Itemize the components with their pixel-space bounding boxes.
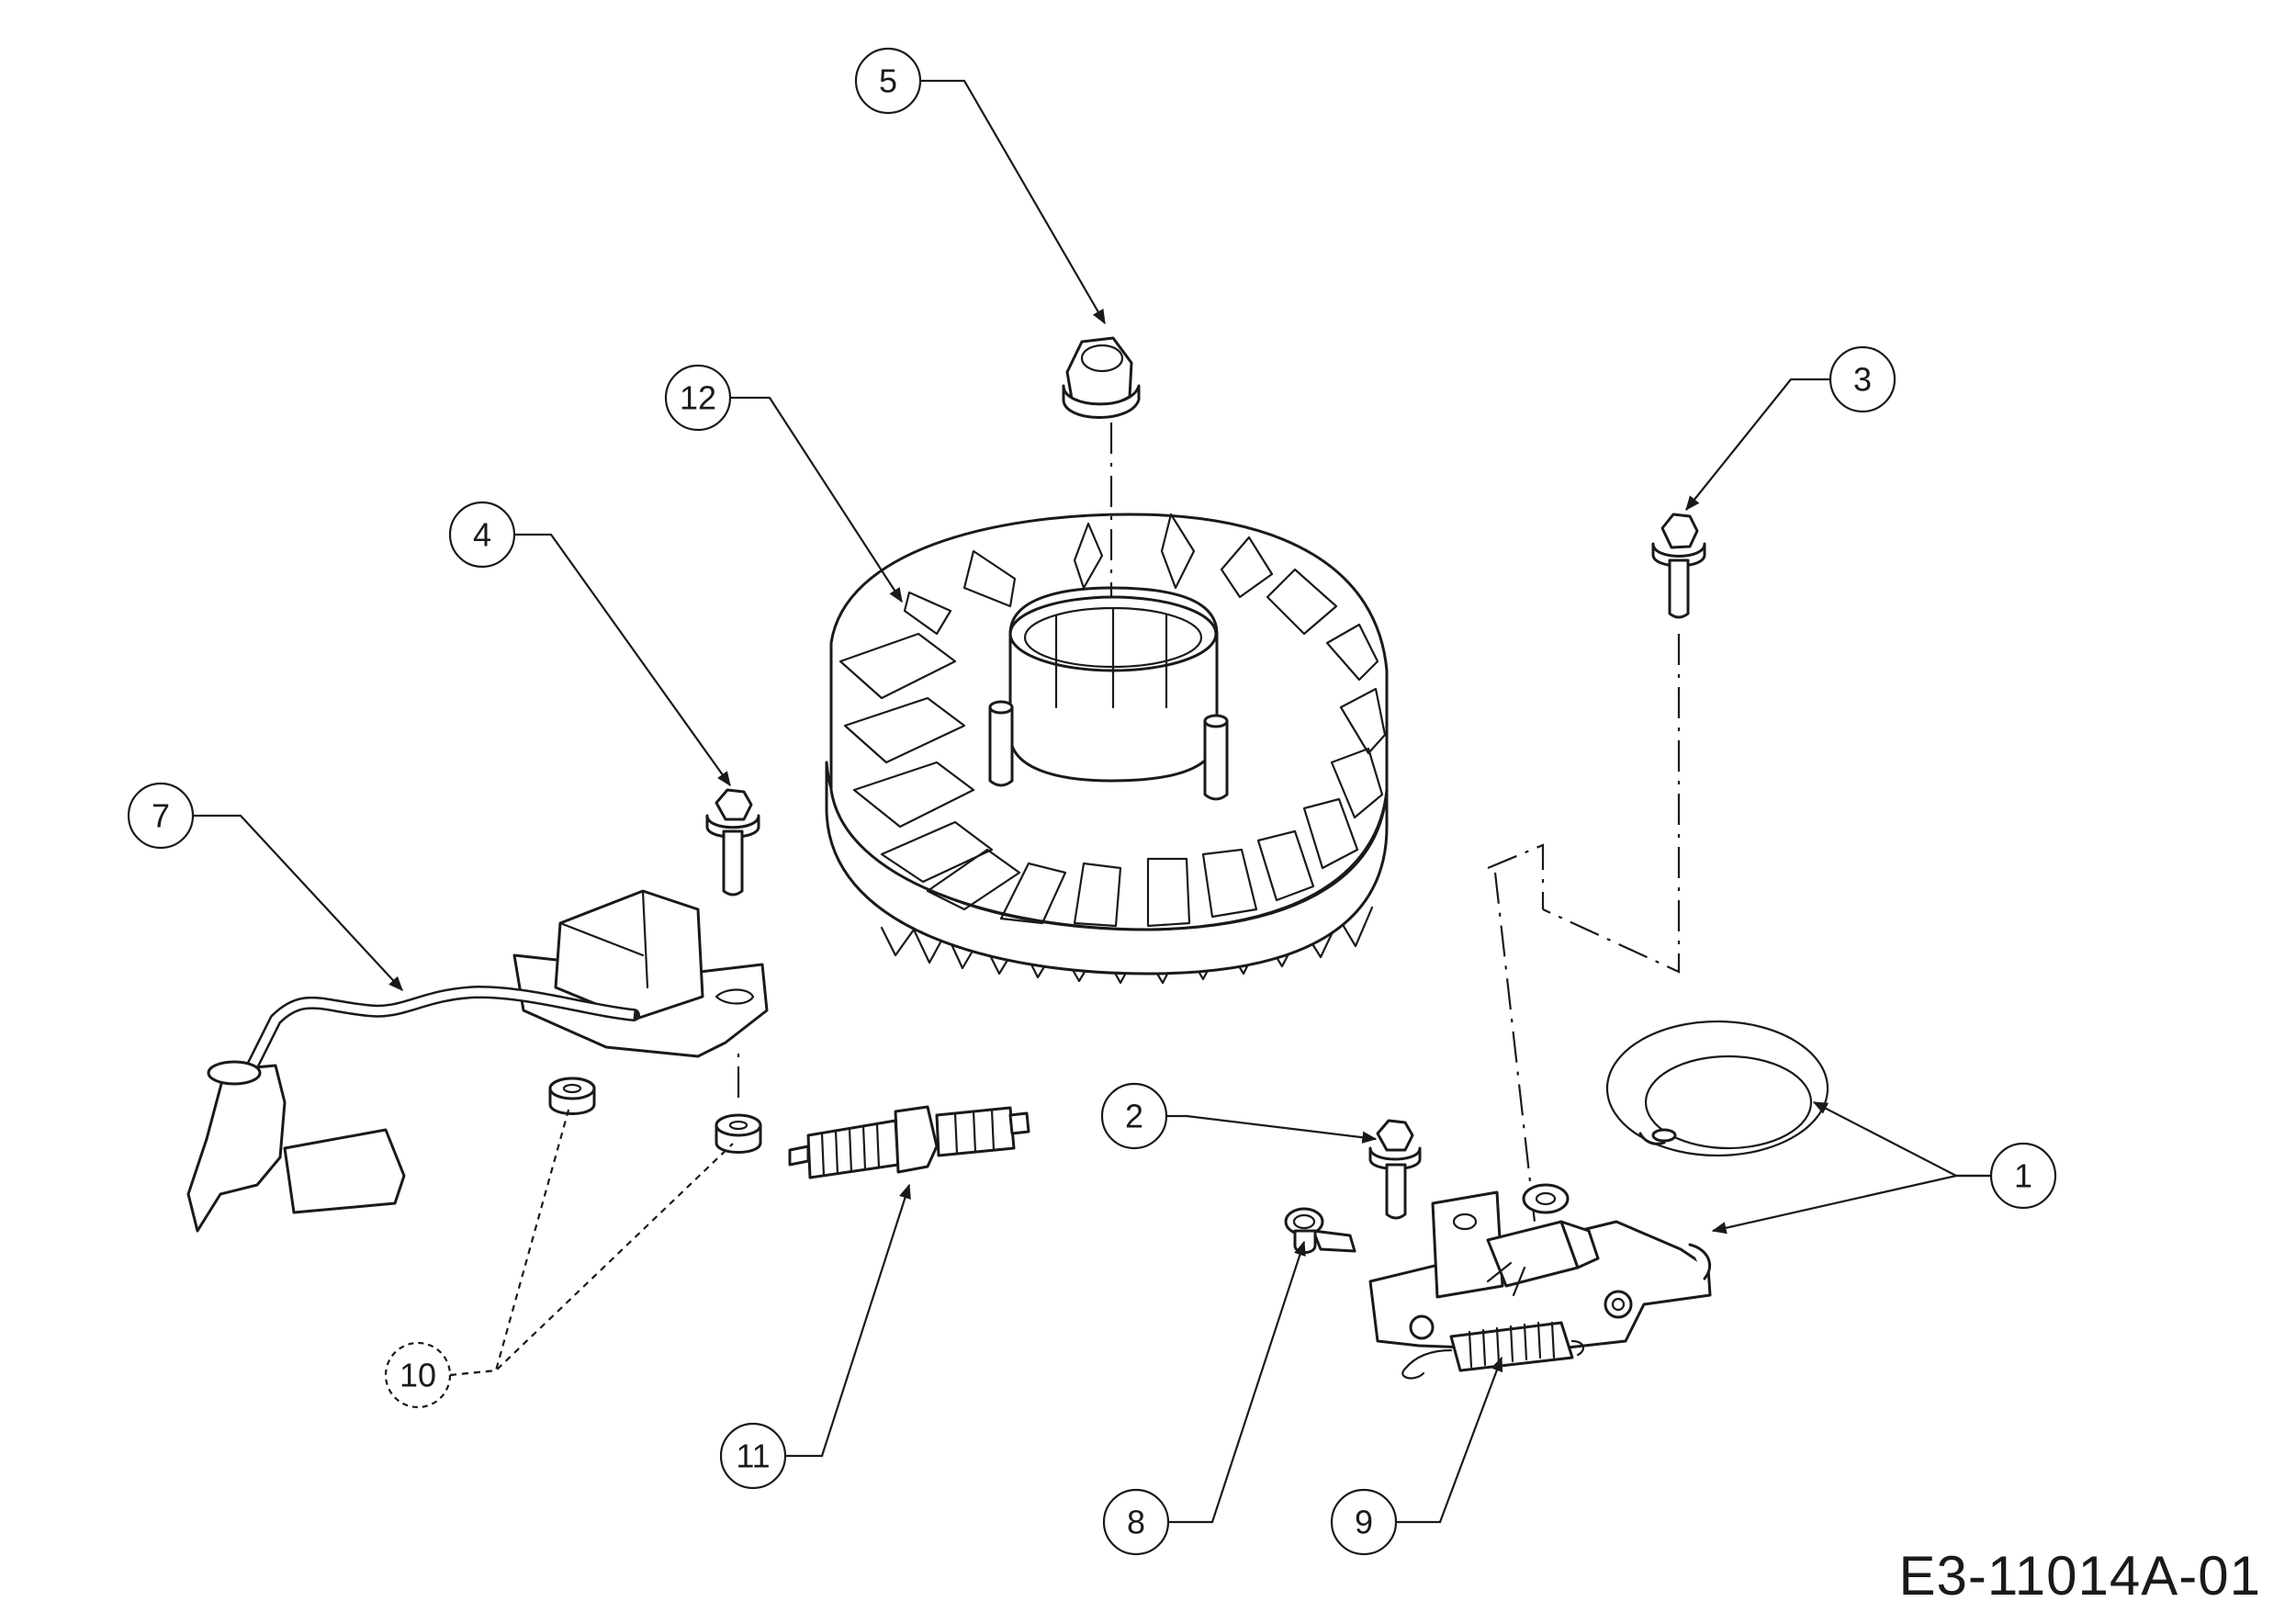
flywheel-fins — [838, 513, 1387, 928]
cable-clip — [1284, 1207, 1356, 1254]
callout-label: 5 — [879, 62, 897, 100]
callout-9: 9 — [1330, 1488, 1398, 1556]
leader-10b — [449, 1143, 734, 1377]
callout-1: 1 — [1989, 1142, 2057, 1210]
callout-8: 8 — [1102, 1488, 1170, 1556]
spark-plug — [788, 1105, 1030, 1179]
bolt-3 — [1651, 513, 1706, 619]
callout-label: 7 — [152, 797, 170, 835]
leader-1a — [1812, 1101, 1991, 1178]
leader-2 — [1166, 1114, 1378, 1144]
callout-10: 10 — [384, 1341, 452, 1409]
leader-4 — [514, 533, 731, 787]
leader-8 — [1168, 1240, 1306, 1524]
bolt-4 — [705, 788, 760, 897]
callout-label: 1 — [2014, 1157, 2032, 1195]
callout-2: 2 — [1100, 1082, 1168, 1150]
leader-9 — [1396, 1356, 1503, 1524]
spacer-left — [548, 1077, 596, 1115]
bolt-3-axis — [1487, 634, 1681, 1296]
leader-5 — [920, 79, 1106, 325]
brake-bracket — [1368, 1183, 1712, 1352]
callout-label: 3 — [1853, 361, 1872, 399]
bolt-2 — [1368, 1119, 1422, 1220]
callout-label: 10 — [400, 1357, 436, 1394]
callout-label: 4 — [473, 516, 491, 554]
ignition-coil — [186, 889, 769, 1233]
callout-7: 7 — [127, 782, 195, 850]
leader-3 — [1685, 378, 1830, 512]
callout-label: 12 — [680, 379, 716, 417]
callout-11: 11 — [719, 1422, 787, 1490]
tension-spring — [1401, 1321, 1585, 1380]
flywheel — [825, 513, 1389, 985]
callout-3: 3 — [1829, 345, 1896, 413]
callout-label: 9 — [1355, 1504, 1373, 1541]
callout-5: 5 — [854, 47, 922, 115]
leader-1b — [1711, 1174, 1991, 1235]
callout-label: 11 — [736, 1438, 770, 1475]
callout-4: 4 — [448, 501, 516, 569]
spacer-right — [715, 1113, 762, 1154]
leader-7 — [193, 814, 403, 991]
callout-label: 8 — [1127, 1504, 1145, 1541]
leader-11 — [785, 1183, 911, 1458]
drawing-number: E3-11014A-01 — [1898, 1545, 2261, 1607]
ring-spring — [1605, 1020, 1829, 1157]
callout-12: 12 — [664, 364, 732, 432]
callout-label: 2 — [1125, 1098, 1143, 1135]
leader-12 — [730, 396, 903, 603]
leader-10a — [449, 1106, 571, 1377]
flywheel-nut — [1062, 336, 1141, 419]
